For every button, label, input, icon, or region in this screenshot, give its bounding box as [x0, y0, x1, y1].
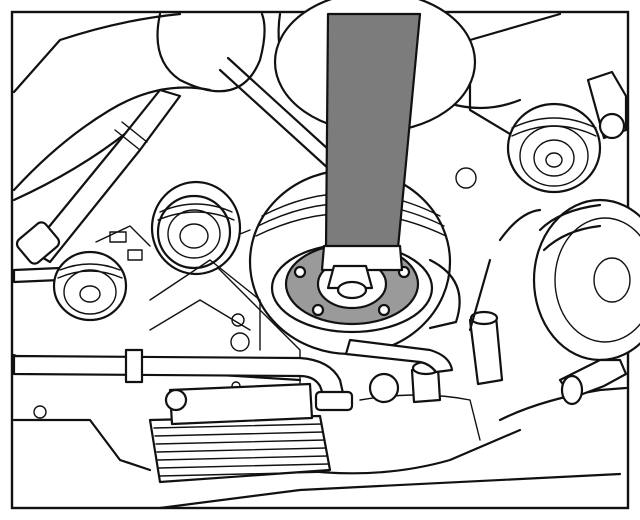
accessory-pulley	[506, 70, 628, 194]
coolant-pipe	[12, 88, 182, 284]
small-idler-pulley	[52, 250, 128, 322]
mounting-bracket	[95, 225, 261, 351]
coolant-pipe-lower	[12, 348, 354, 412]
tool-handle	[320, 12, 422, 300]
idler-pulley	[150, 180, 242, 276]
oil-cooler	[148, 382, 332, 484]
right-fittings	[344, 208, 628, 406]
